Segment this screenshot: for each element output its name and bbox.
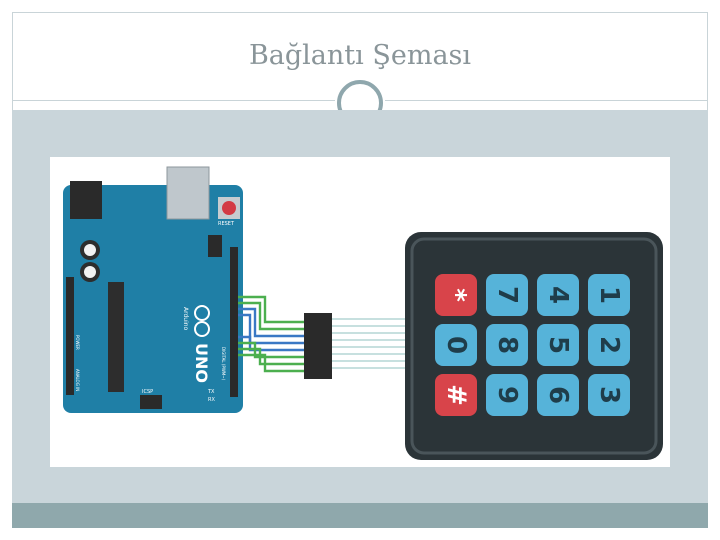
ribbon-cable	[332, 318, 410, 369]
keypad-key-label: 4	[543, 286, 573, 304]
keypad-keys: * 7 4 1 0 8 5 2 #9 6 3	[435, 274, 630, 416]
keypad-key-0	[435, 324, 477, 366]
microcontroller-chip	[108, 282, 124, 392]
keypad-connector	[304, 313, 332, 379]
tx-label: TX	[207, 389, 215, 395]
keypad-key-6	[537, 374, 579, 416]
jumper-wires	[238, 295, 308, 373]
keypad-key-label: 5	[543, 336, 573, 354]
wiring-diagram: RESET POWER ANALOG IN DIGITAL (PWM~) ICS…	[50, 157, 670, 467]
keypad-key-label: 7	[492, 286, 522, 304]
keypad-key-label: #	[441, 384, 471, 406]
keypad-key-hash	[435, 374, 477, 416]
power-analog-header	[66, 277, 74, 395]
keypad-key-label: *	[441, 288, 471, 302]
footer-bar	[12, 503, 708, 528]
arduino-brand-text: Arduino	[182, 307, 189, 331]
arduino-board: RESET POWER ANALOG IN DIGITAL (PWM~) ICS…	[63, 166, 243, 413]
title-divider-left	[12, 100, 335, 101]
keypad-key-9	[486, 374, 528, 416]
slide-title: Bağlantı Şeması	[248, 40, 472, 71]
icsp-header	[140, 395, 162, 409]
keypad-key-label: 2	[594, 336, 624, 354]
arduino-logo: UNO Arduino	[182, 305, 211, 383]
analog-label: ANALOG IN	[75, 369, 80, 391]
icsp-label: ICSP	[142, 389, 153, 395]
keypad-key-1	[588, 274, 630, 316]
keypad-key-4	[537, 274, 579, 316]
keypad-key-3	[588, 374, 630, 416]
usb-port	[166, 166, 210, 220]
keypad-key-label: 9	[492, 386, 522, 404]
power-label: POWER	[75, 335, 80, 350]
icsp2-header	[208, 235, 222, 257]
keypad-key-label: 1	[594, 286, 624, 304]
keypad-key-label: 0	[441, 336, 471, 354]
keypad-key-label: 8	[492, 336, 522, 354]
power-jack	[70, 181, 102, 219]
keypad-key-5	[537, 324, 579, 366]
digital-header	[230, 247, 238, 397]
title-divider-right	[385, 100, 708, 101]
keypad-key-star	[435, 274, 477, 316]
rx-label: RX	[208, 397, 215, 403]
keypad-key-8	[486, 324, 528, 366]
digital-label: DIGITAL (PWM~)	[221, 347, 226, 381]
keypad-key-2	[588, 324, 630, 366]
keypad-key-label: 6	[543, 386, 573, 404]
wiring-diagram-svg: RESET POWER ANALOG IN DIGITAL (PWM~) ICS…	[63, 166, 663, 460]
keypad-key-label: 3	[594, 386, 624, 404]
keypad-key-7	[486, 274, 528, 316]
reset-label: RESET	[218, 221, 235, 227]
uno-logo-text: UNO	[192, 343, 211, 383]
